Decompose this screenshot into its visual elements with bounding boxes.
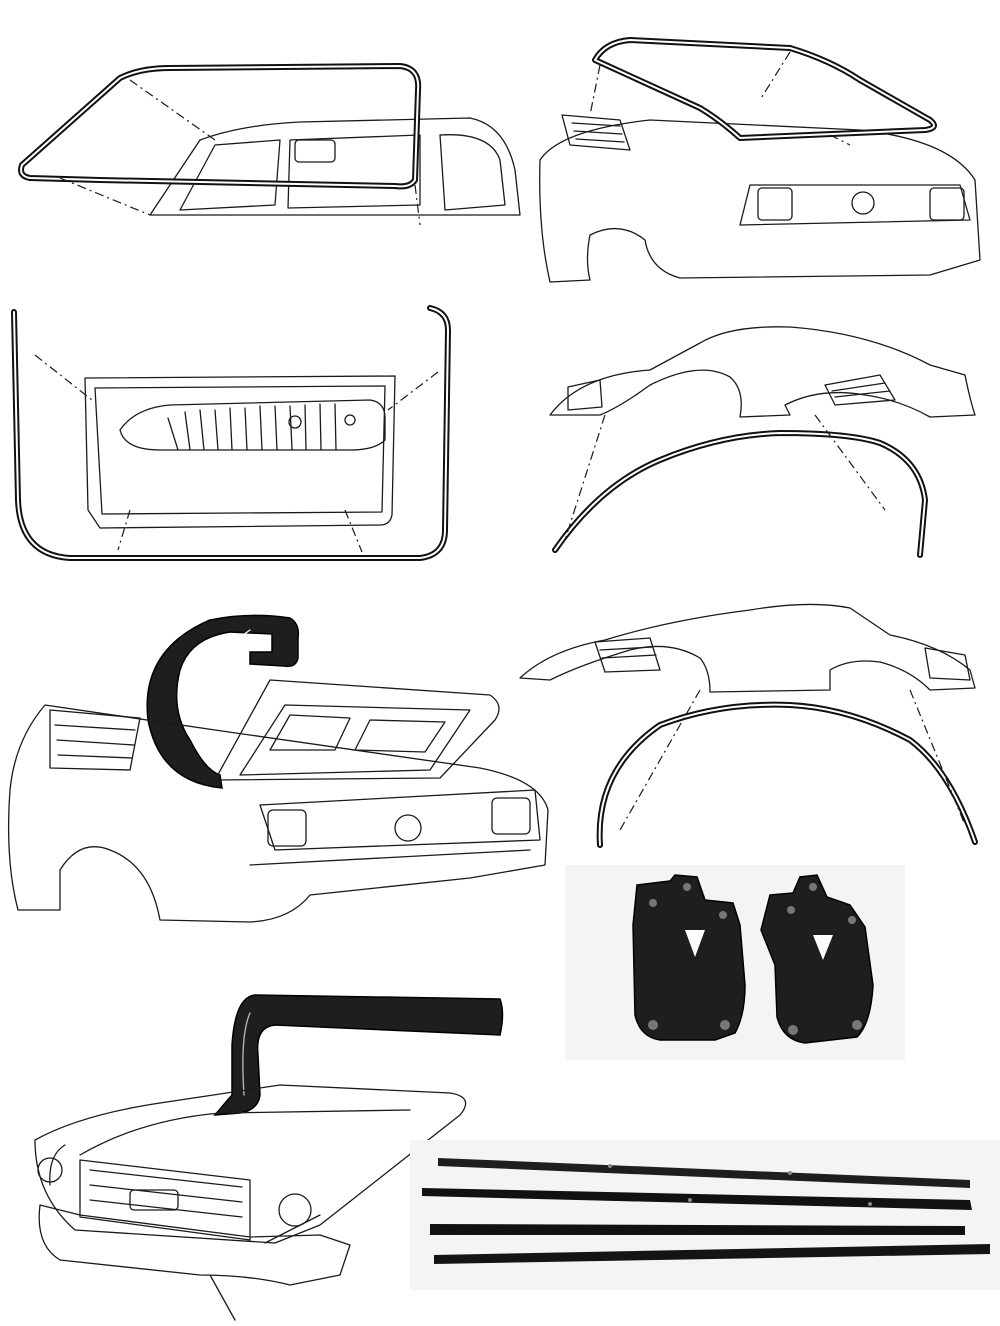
windshield-seal-illustration <box>0 0 530 240</box>
trunk-seal-illustration <box>0 610 560 940</box>
vent-window-seal-icon <box>632 874 874 1044</box>
door-weatherstrip-icon <box>11 305 451 561</box>
back-window-seal-illustration <box>530 20 1000 290</box>
hood-seal-icon <box>34 994 504 1321</box>
roof-rail-seal-icon <box>549 326 976 558</box>
belt-weatherstrips-photo <box>410 1140 1000 1290</box>
trunk-weatherstrip-icon <box>7 614 549 923</box>
door-vent-seals-photo <box>565 865 905 1060</box>
roof-rail-seal-right-illustration <box>540 315 1000 565</box>
roof-rail-seal-left-illustration <box>510 580 1000 860</box>
door-weatherstrip-illustration <box>0 300 470 570</box>
roof-rail-seal-icon <box>519 603 978 848</box>
rear-window-gasket-icon <box>539 37 981 283</box>
hood-seal-illustration <box>20 975 520 1325</box>
windshield-gasket-icon <box>18 63 521 226</box>
belt-weatherstrip-icon <box>422 1158 990 1264</box>
